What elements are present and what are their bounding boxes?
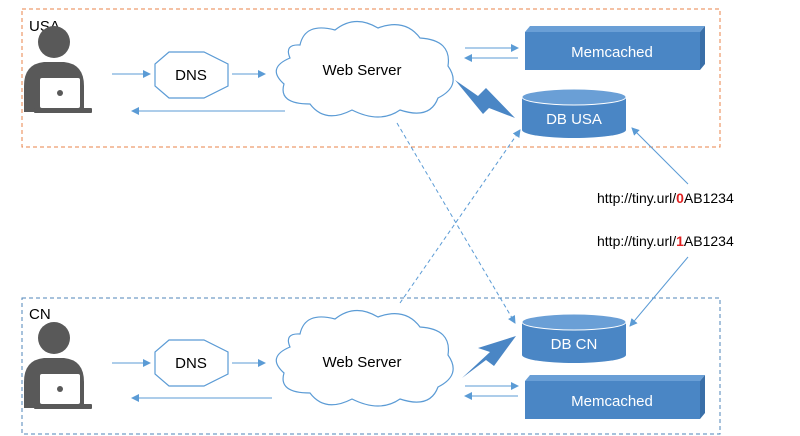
url-0-to-usa-db-arrow bbox=[631, 127, 689, 185]
usa-web-to-cn-db-dashed-arrow bbox=[396, 122, 516, 324]
cn-user-icon bbox=[24, 322, 92, 409]
cn-memcached-label: Memcached bbox=[571, 393, 653, 410]
usa-db-cylinder: DB USA bbox=[521, 88, 627, 138]
url-1-to-cn-db-arrow bbox=[629, 256, 689, 327]
cn-web-server-cloud: Web Server bbox=[275, 309, 454, 407]
usa-dns-label: DNS bbox=[175, 67, 207, 84]
usa-db-label: DB USA bbox=[546, 111, 602, 128]
cn-dns-label: DNS bbox=[175, 355, 207, 372]
usa-web-to-db-lightning bbox=[455, 80, 515, 118]
region-cn bbox=[21, 297, 721, 435]
cn-web-to-db-lightning bbox=[462, 336, 516, 378]
usa-memcached-label: Memcached bbox=[571, 44, 653, 61]
cn-dns-node: DNS bbox=[154, 339, 229, 387]
cn-web-server-label: Web Server bbox=[323, 354, 402, 371]
usa-dns-node: DNS bbox=[154, 51, 229, 99]
url-shard-0: http://tiny.url/0AB1234 bbox=[597, 190, 734, 206]
usa-user-icon bbox=[24, 26, 92, 113]
cn-db-cylinder: DB CN bbox=[521, 313, 627, 363]
usa-memcached-box: Memcached bbox=[525, 26, 705, 70]
cn-db-label: DB CN bbox=[551, 336, 598, 353]
cn-memcached-box: Memcached bbox=[525, 375, 705, 419]
usa-web-server-label: Web Server bbox=[323, 62, 402, 79]
url-shard-1: http://tiny.url/1AB1234 bbox=[597, 233, 734, 249]
region-cn-label: CN bbox=[29, 306, 51, 323]
region-usa bbox=[21, 8, 721, 148]
usa-web-server-cloud: Web Server bbox=[275, 20, 454, 118]
cn-web-to-usa-db-dashed-arrow bbox=[399, 129, 521, 304]
